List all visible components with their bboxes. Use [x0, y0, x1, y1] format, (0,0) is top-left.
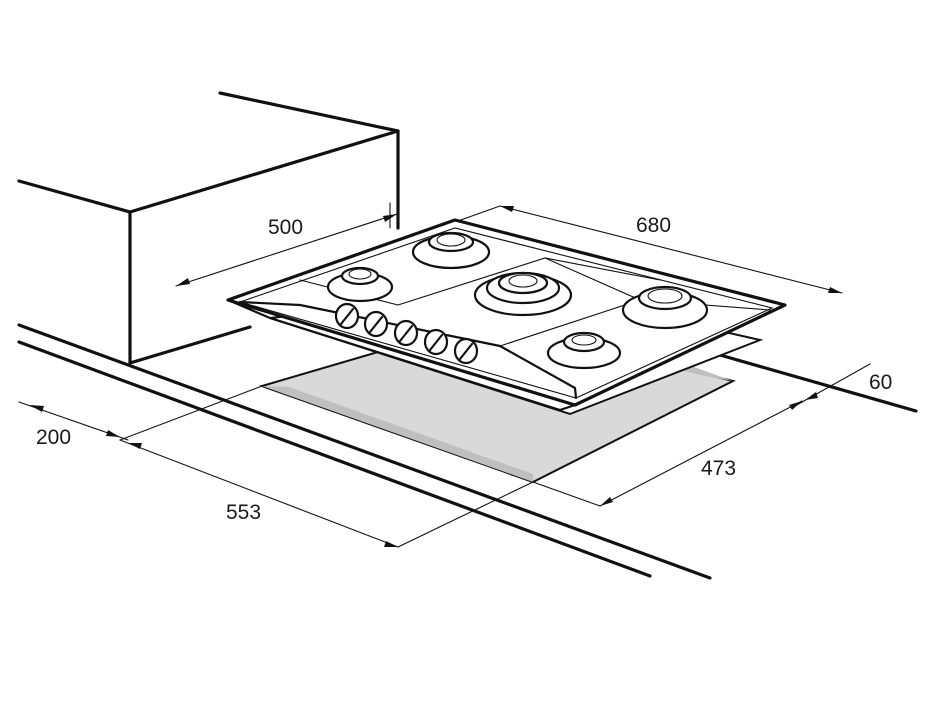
- knob-4: [423, 328, 449, 356]
- knob-3: [393, 319, 419, 347]
- dimension-label-553: 553: [226, 501, 262, 524]
- dimension-553: [119, 385, 534, 548]
- worktop: [17, 323, 918, 580]
- burner-center-wok: [473, 271, 573, 317]
- dimension-200: [18, 401, 129, 441]
- control-knobs: [334, 302, 479, 365]
- burner-front-right: [546, 331, 622, 370]
- knob-5: [453, 337, 479, 365]
- dimension-473: [532, 400, 803, 507]
- dimension-60: [794, 363, 871, 407]
- wall-cabinet: [17, 91, 400, 365]
- dimension-500: [175, 202, 398, 287]
- dimension-680: [454, 205, 843, 294]
- burner-front-left: [326, 266, 394, 303]
- dimension-label-500: 500: [268, 216, 304, 239]
- dimension-label-680: 680: [636, 214, 672, 237]
- dimension-label-473: 473: [701, 457, 737, 480]
- dimension-label-200: 200: [36, 426, 72, 449]
- burner-rear-left: [411, 231, 491, 270]
- burner-rear-right: [621, 285, 709, 330]
- knob-1: [334, 302, 360, 330]
- knob-2: [363, 310, 389, 338]
- dimension-label-60: 60: [869, 371, 893, 394]
